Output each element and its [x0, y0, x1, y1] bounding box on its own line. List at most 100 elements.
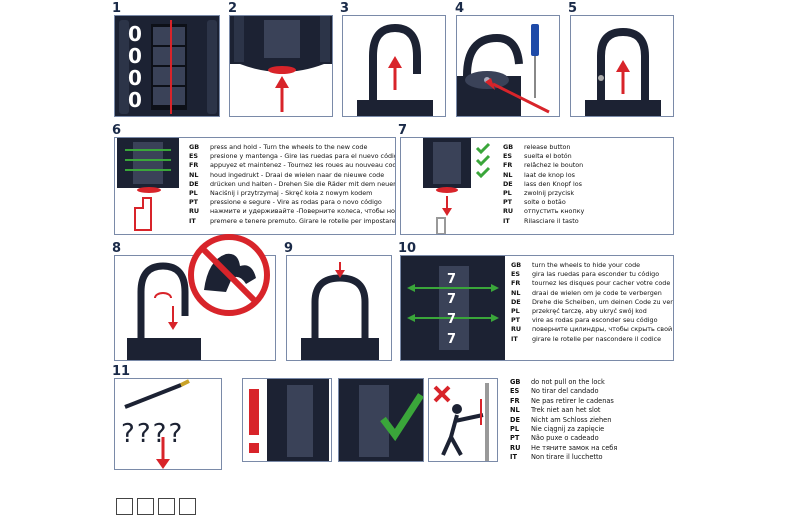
language-code: DE [503, 179, 513, 188]
wheel-digit: 7 [447, 312, 457, 327]
release-button-image [230, 16, 332, 112]
scrambled-lock-image [339, 379, 423, 461]
instruction-text: Non tirare il lucchetto [531, 453, 603, 462]
instruction-text: отпустить кнопку [524, 207, 585, 216]
language-code: PL [503, 189, 512, 198]
release-button-image [423, 138, 491, 234]
instruction-text: Trek niet aan het slot [531, 406, 601, 415]
write-code-image [124, 379, 190, 469]
language-code: DE [510, 415, 520, 424]
lock-wheels-image [115, 16, 219, 116]
instruction-text: premere e tenere premuto. Girare le rote… [210, 216, 396, 225]
instruction-text: przekręć tarczę, aby ukryć swój kod [532, 307, 647, 316]
language-code: NL [503, 170, 513, 179]
language-code: FR [511, 279, 521, 288]
language-code: PT [510, 434, 520, 443]
language-code: FR [189, 161, 199, 170]
language-code: PT [511, 316, 521, 325]
hide-code-image [401, 256, 505, 360]
step-number-9: 9 [284, 241, 294, 256]
translation-row: PL przekręć tarczę, aby ukryć swój kod [511, 307, 673, 316]
language-code: DE [189, 179, 199, 188]
open-shackle-image [357, 23, 433, 116]
step-3-panel [342, 15, 446, 117]
step-number-11: 11 [112, 364, 131, 379]
translation-row: DE Nicht am Schloss ziehen [510, 416, 617, 425]
instruction-text: Nie ciągnij za zapięcie [531, 425, 605, 434]
instruction-text: do not pull on the lock [531, 378, 605, 386]
instruction-text: appuyez et maintenez - Tournez les roues… [210, 161, 396, 170]
closed-lock-image [301, 262, 379, 360]
instruction-text: Не тяните замок на себя [531, 443, 618, 452]
step-number-3: 3 [340, 1, 350, 16]
do-not-pull-panel [428, 378, 498, 462]
step-2-panel [229, 15, 333, 117]
step-number-1: 1 [112, 1, 122, 16]
instruction-text: Nicht am Schloss ziehen [531, 415, 612, 424]
instruction-text: vire as rodas para esconder seu código [532, 316, 658, 325]
open-shackle-image [585, 27, 661, 116]
code-box [137, 498, 154, 515]
language-code: NL [189, 170, 199, 179]
pulling-figure-image [433, 383, 489, 461]
step-number-8: 8 [112, 241, 122, 256]
translation-row: RU Не тяните замок на себя [510, 444, 617, 453]
step-4-panel [456, 15, 560, 117]
instruction-text: release button [524, 143, 571, 151]
step-number-6: 6 [112, 123, 122, 138]
instruction-text: suelta el botón [524, 152, 572, 161]
language-code: GB [510, 378, 521, 386]
translation-row: PT vire as rodas para esconder seu código [511, 316, 673, 325]
translation-row: DE lass den Knopf los [503, 180, 584, 189]
wheel-digit: 0 [128, 44, 142, 68]
question-mark: ? [121, 419, 137, 449]
language-code: IT [511, 334, 518, 343]
step-number-2: 2 [228, 1, 238, 16]
wheel-digit: 7 [447, 292, 457, 307]
instruction-text: press and hold - Turn the wheels to the … [210, 143, 368, 151]
translation-row: GB do not pull on the lock [510, 378, 617, 387]
language-code: PL [511, 307, 520, 316]
step-number-4: 4 [455, 1, 465, 16]
instruction-text: Não puxe o cadeado [531, 434, 599, 443]
wrong-lock-panel [242, 378, 332, 462]
step-number-10: 10 [398, 241, 417, 256]
instruction-text: drücken und halten - Drehen Sie die Räde… [210, 179, 396, 188]
language-code: FR [510, 396, 520, 405]
step-number-5: 5 [568, 1, 578, 16]
language-code: RU [510, 443, 521, 452]
wheel-digit: 0 [128, 66, 142, 90]
instruction-text: relâchez le bouton [524, 161, 584, 170]
translation-row: ES suelta el botón [503, 152, 584, 161]
translation-row: PT Não puxe o cadeado [510, 434, 617, 443]
language-code: ES [503, 152, 512, 161]
instruction-text: solte o botão [524, 198, 566, 207]
instruction-text: поверните цилиндры, чтобы скрыть свой ко… [532, 325, 674, 334]
instruction-text: pressione e segure - Vire as rodas para … [210, 198, 382, 207]
instruction-text: lass den Knopf los [524, 179, 582, 188]
instruction-text: girare le rotelle per nascondere il codi… [532, 334, 662, 343]
code-box [158, 498, 175, 515]
instruction-text: zwolnij przycisk [524, 189, 575, 198]
unscrambled-lock-image [249, 379, 329, 461]
no-force-icon [188, 234, 270, 316]
instruction-text: draai de wielen om je code te verbergen [532, 288, 662, 297]
step-number-7: 7 [398, 123, 408, 138]
